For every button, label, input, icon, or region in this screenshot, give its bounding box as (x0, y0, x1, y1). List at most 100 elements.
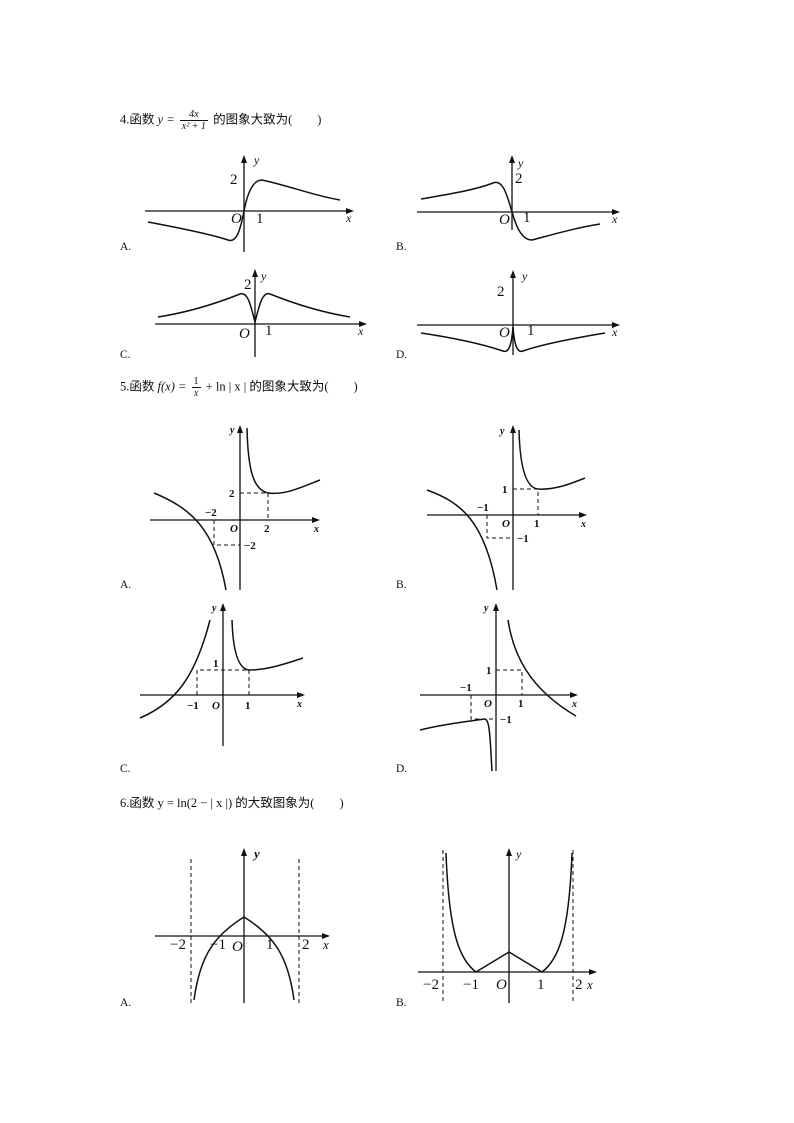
y-tick-label: −2 (244, 540, 256, 552)
x-tick-label: 1 (534, 518, 540, 530)
x-arrow-icon (322, 933, 330, 939)
option-label-d: D. (396, 349, 408, 361)
function-curve (193, 916, 295, 1001)
y-arrow-icon (493, 603, 499, 611)
function-curve (147, 179, 341, 242)
y-arrow-icon (506, 848, 512, 856)
x-tick-label: 1 (518, 698, 524, 710)
question-number: 5. (120, 379, 130, 394)
origin-label: O (232, 939, 243, 955)
y-arrow-icon (241, 848, 247, 856)
y-label: y (229, 425, 235, 436)
x-label: x (357, 324, 364, 338)
option-label-c: C. (120, 763, 131, 775)
x-tick-label: −2 (170, 937, 186, 953)
y-label: y (483, 603, 489, 614)
option-label-c: C. (120, 349, 131, 361)
option-label-b: B. (396, 241, 407, 253)
option-label-a: A. (120, 997, 132, 1009)
y-arrow-icon (510, 270, 516, 278)
curve-left-branch (139, 619, 211, 719)
x-tick-label: 1 (527, 323, 535, 339)
origin-label: O (499, 212, 510, 228)
question-6: 6.函数 y = ln(2 − | x |) 的大致图象为( ) (120, 797, 344, 810)
curve-left-branch (419, 718, 493, 772)
guide-line (213, 520, 240, 546)
x-arrow-icon (359, 321, 367, 327)
origin-label: O (502, 518, 510, 530)
y-tick-label: 2 (497, 284, 505, 300)
x-tick-label: −1 (463, 977, 479, 993)
y-label: y (499, 426, 505, 437)
y-arrow-icon (241, 155, 247, 163)
origin-label: O (230, 523, 238, 535)
x-tick-label: 1 (245, 700, 251, 712)
guide-line (486, 515, 513, 539)
fraction-numerator: 4x (179, 109, 208, 121)
x-tick-label: 1 (256, 211, 264, 227)
graph-q5-b: y x O 1 1 −1 −1 (426, 425, 587, 591)
x-tick-label: −1 (210, 937, 226, 953)
y-label: y (253, 153, 260, 167)
curve-right-branch (231, 619, 304, 671)
option-label-d: D. (396, 763, 408, 775)
curve-left-branch (426, 489, 498, 591)
graph-q4-a: y x O 2 1 (145, 153, 354, 252)
y-arrow-icon (237, 425, 243, 433)
y-arrow-icon (220, 603, 226, 611)
option-label-b: B. (396, 997, 407, 1009)
graph-q5-c: y x O 1 1 −1 (139, 603, 305, 746)
x-arrow-icon (579, 512, 587, 518)
origin-label: O (231, 211, 242, 227)
graph-q5-a: y x O 2 2 −2 −2 (150, 425, 321, 591)
fraction-denominator: x² + 1 (181, 121, 206, 132)
x-label: x (611, 212, 618, 226)
origin-label: O (212, 700, 220, 712)
curve-right-branch (246, 427, 321, 495)
graph-q6-a: y x O −2 −1 1 2 (155, 846, 330, 1003)
x-label: x (313, 524, 319, 535)
curve-left-branch (153, 492, 227, 591)
origin-label: O (239, 326, 250, 342)
option-label-b: B. (396, 579, 407, 591)
curve-right-branch (518, 429, 586, 490)
x-tick-label: 2 (264, 523, 270, 535)
y-tick-label: 1 (502, 484, 508, 496)
graph-q6-b: y x O −2 −1 1 2 (418, 847, 597, 1003)
x-arrow-icon (346, 208, 354, 214)
y-label: y (517, 156, 524, 170)
y-label: y (521, 269, 528, 283)
question-prefix: 函数 (129, 379, 155, 394)
option-label-a: A. (120, 241, 132, 253)
y-tick-label: −1 (500, 714, 512, 726)
y-tick-label: 2 (515, 171, 523, 187)
y-tick-label: 1 (213, 658, 219, 670)
guide-line (196, 669, 250, 695)
x-tick-label: 1 (265, 323, 273, 339)
function-var: f(x) = (157, 379, 187, 394)
x-tick-label: 2 (302, 937, 310, 953)
x-arrow-icon (570, 692, 578, 698)
x-label: x (345, 211, 352, 225)
guide-line (513, 488, 539, 515)
x-tick-label: 1 (537, 977, 545, 993)
question-suffix: 的图象大致为( ) (213, 112, 322, 127)
graph-q4-b: y x O 2 1 (417, 155, 620, 241)
x-arrow-icon (612, 322, 620, 328)
x-label: x (611, 325, 618, 339)
y-arrow-icon (509, 155, 515, 163)
x-label: x (296, 699, 302, 710)
x-arrow-icon (589, 969, 597, 975)
question-number: 6. (120, 796, 130, 810)
function-var: y = (157, 112, 175, 127)
y-arrow-icon (510, 425, 516, 433)
origin-label: O (484, 698, 492, 710)
y-label: y (515, 847, 522, 861)
guide-line (470, 695, 496, 720)
y-tick-label: −1 (517, 533, 529, 545)
question-number: 4. (120, 112, 130, 127)
graph-q4-c: y x O 2 1 (155, 269, 367, 357)
origin-label: O (496, 977, 507, 993)
